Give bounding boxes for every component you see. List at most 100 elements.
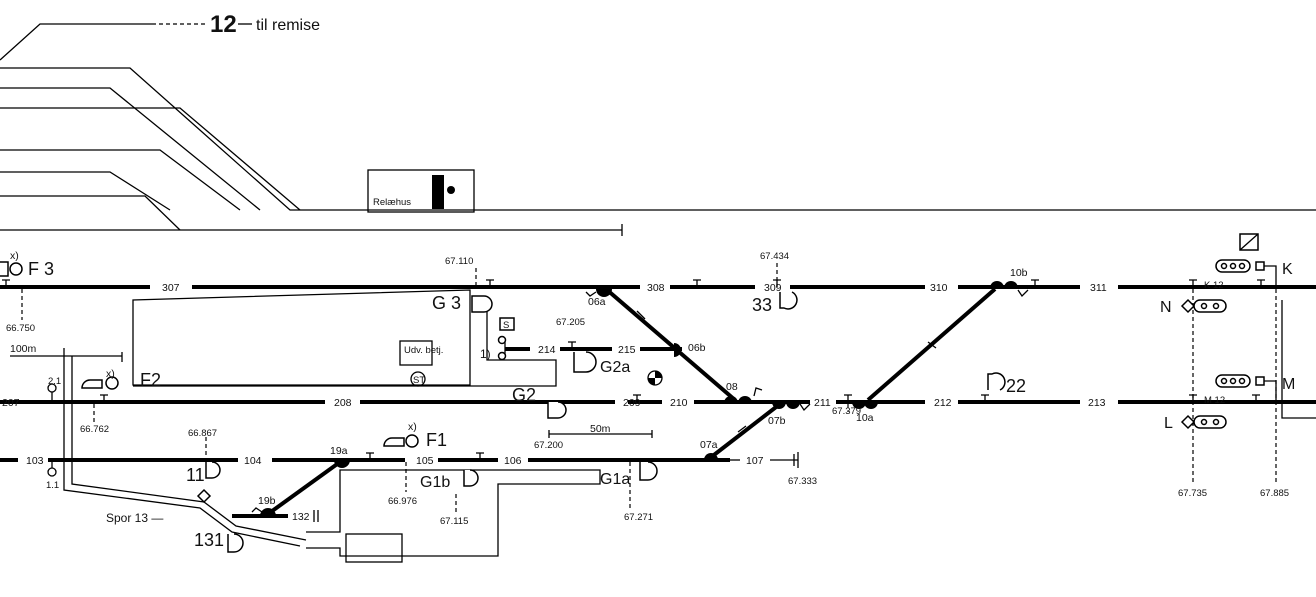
track-106-label: 106 — [504, 455, 522, 467]
signal-131-diamond — [196, 488, 212, 504]
signal-f2-lamp — [105, 376, 119, 390]
signal-l-diamond — [1180, 414, 1196, 430]
track-214-label: 214 — [538, 344, 556, 356]
switch-10b-tail — [1017, 289, 1029, 298]
yard-line-1 — [0, 23, 152, 61]
km-67379: 67.379 — [832, 406, 861, 417]
track-103-label: 103 — [26, 455, 44, 467]
cabinet-box — [345, 533, 403, 563]
route-right — [1281, 300, 1316, 419]
yard-line-6 — [0, 171, 171, 211]
signal-k-lamp — [1220, 262, 1228, 270]
joint-mark-diag — [693, 363, 703, 373]
crossing-symbol-fill-a — [655, 371, 662, 378]
km-67200: 67.200 — [534, 440, 563, 451]
track-209-label: 209 — [623, 397, 641, 409]
signal-f3-lamp — [9, 262, 23, 276]
marker-2-1-label: 2.1 — [48, 376, 61, 387]
km-66762: 66.762 — [80, 424, 109, 435]
switch-10b-icon-b — [1004, 281, 1018, 288]
switch-06a-tail — [585, 291, 597, 297]
signal-m-post — [1264, 380, 1277, 400]
joint-mark — [366, 452, 374, 460]
km-67885: 67.885 — [1260, 488, 1289, 499]
switch-10a-icon-a — [852, 402, 866, 409]
line-number: 12 — [210, 11, 237, 38]
yard-line-3 — [0, 87, 261, 211]
joint-mark — [568, 341, 576, 349]
m12-label: M 12 — [1204, 395, 1225, 406]
yard-line-4 — [0, 107, 301, 211]
signal-k-label: K — [1282, 261, 1293, 278]
switch-10a-icon-b — [864, 402, 878, 409]
signal-n-lamp — [1212, 302, 1220, 310]
joint-mark — [100, 394, 108, 402]
joint-mark-diag — [636, 310, 646, 320]
joint-mark — [1252, 394, 1260, 402]
joint-mark-diag — [737, 425, 747, 433]
signal-m-label: M — [1282, 376, 1295, 393]
switch-19b-label: 19b — [258, 495, 276, 507]
track-132-label: 132 — [292, 511, 310, 523]
track-215-label: 215 — [618, 344, 636, 356]
track-311-label: 311 — [1090, 282, 1107, 294]
signal-l-lamp — [1212, 418, 1220, 426]
joint-mark — [633, 394, 641, 402]
switch-06a-icon — [596, 289, 612, 297]
signal-f2-label: F2 — [140, 370, 161, 390]
marker-1-1-label: 1.1 — [46, 480, 59, 491]
km-66750: 66.750 — [6, 323, 35, 334]
st-label: ST — [413, 375, 425, 386]
signal-l-lamp — [1200, 418, 1208, 426]
crossover-06a-08 — [604, 287, 737, 402]
switch-07b-tail — [799, 403, 811, 412]
crossover-07a-07b — [708, 402, 782, 460]
joint-mark — [693, 279, 701, 287]
relay-house: Relæhus — [367, 169, 475, 213]
signal-g3-label: G 3 — [432, 293, 461, 313]
switch-19a-label: 19a — [330, 445, 348, 457]
signal-n-lamp — [1200, 302, 1208, 310]
cable-routes — [10, 289, 1316, 563]
joint-mark — [981, 394, 989, 402]
km-67271: 67.271 — [624, 512, 653, 523]
km-66867: 66.867 — [188, 428, 217, 439]
km-67110: 67.110 — [445, 256, 473, 267]
switch-07b-icon-b — [786, 402, 800, 409]
labels: F 3 x) 66.750 307 67.110 G 3 06a 308 67.… — [2, 250, 1295, 550]
switch-08-tail — [753, 387, 763, 397]
signal-g3-icon — [471, 295, 493, 313]
switch-10b-label: 10b — [1010, 267, 1028, 279]
route-cable-1 — [63, 348, 301, 547]
signal-22-icon — [987, 372, 1006, 391]
track-212-label: 212 — [934, 397, 952, 409]
signal-131-icon — [227, 533, 244, 553]
signal-f1-lamp — [405, 434, 419, 448]
track-107-label: 107 — [746, 455, 764, 467]
dist-100m-label: 100m — [10, 343, 37, 355]
header: 12 til remise — [152, 11, 320, 38]
signal-g2-icon — [547, 401, 567, 419]
signal-l-head — [1193, 415, 1227, 429]
signal-g2-label: G2 — [512, 385, 536, 405]
yard-line-7 — [0, 195, 181, 231]
km-67434: 67.434 — [760, 251, 789, 262]
signals — [0, 233, 1277, 553]
signal-f2-x: x) — [106, 368, 115, 380]
switch-06a-label: 06a — [588, 296, 606, 308]
signal-22-label: 22 — [1006, 376, 1026, 396]
signal-k-box — [1255, 261, 1265, 271]
track-210-label: 210 — [670, 397, 688, 409]
signal-k-lamp — [1238, 262, 1246, 270]
km-leaders — [21, 263, 1277, 512]
track-207-label: 207 — [2, 397, 20, 409]
joint-marks — [2, 279, 1265, 493]
signal-f2-head — [81, 379, 103, 389]
km-67735: 67.735 — [1178, 488, 1207, 499]
switch-08-label: 08 — [726, 381, 738, 393]
signal-n-diamond — [1180, 298, 1196, 314]
track-208-label: 208 — [334, 397, 352, 409]
route-outline-b — [133, 300, 557, 387]
switch-10a-label: 10a — [856, 412, 874, 424]
signal-l-label: L — [1164, 415, 1173, 432]
